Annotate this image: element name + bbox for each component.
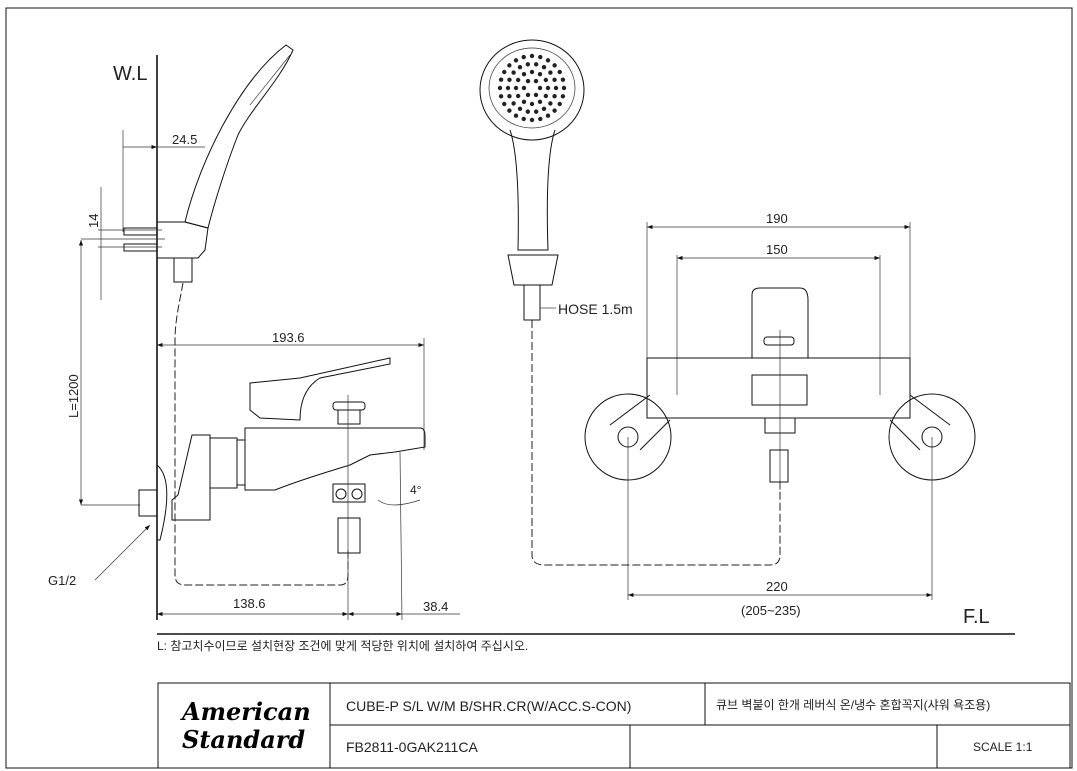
spray-nozzle (533, 109, 539, 114)
spray-nozzle (529, 101, 535, 107)
spray-nozzle (525, 92, 531, 98)
dim-138-6: 138.6 (233, 596, 266, 611)
spray-nozzle (513, 85, 519, 91)
spray-nozzle (521, 54, 526, 60)
shower-holder-front (507, 254, 559, 286)
spray-nozzle (521, 116, 526, 122)
spray-nozzle (497, 85, 503, 91)
dim-190: 190 (766, 211, 788, 226)
spray-nozzle (513, 58, 519, 63)
spray-nozzle (525, 78, 531, 84)
dim-L-1200: L=1200 (66, 374, 81, 418)
installation-note: L: 참고치수이므로 설치현장 조건에 맞게 적당한 위치에 설치하여 주십시오… (157, 639, 528, 653)
hand-shower-front: HOSE 1.5m (479, 39, 781, 566)
product-name: CUBE-P S/L W/M B/SHR.CR(W/ACC.S-CON) (346, 698, 631, 714)
spray-nozzle (557, 101, 562, 107)
floor-line-label: F.L (963, 606, 990, 628)
spray-nozzle (507, 108, 512, 113)
spray-nozzle (560, 94, 566, 99)
spray-nozzle (521, 99, 527, 105)
shower-holder (156, 221, 209, 259)
spray-nozzle (502, 101, 507, 107)
spray-nozzle (533, 78, 539, 84)
product-name-korean: 큐브 벽붙이 한개 레버식 온/냉수 혼합꼭지(샤워 욕조용) (716, 698, 990, 712)
dim-150: 150 (766, 242, 788, 257)
spray-nozzle (538, 116, 543, 122)
faucet-body-front (646, 357, 911, 419)
spray-nozzle (521, 85, 527, 91)
spray-nozzle (537, 99, 543, 105)
spray-nozzle (511, 70, 516, 75)
spray-nozzle (560, 77, 566, 82)
spray-nozzle (533, 92, 539, 98)
lever-handle (249, 357, 391, 421)
spray-nozzle (537, 71, 543, 77)
scale: SCALE 1:1 (973, 740, 1033, 754)
spray-nozzle (557, 69, 562, 75)
spray-nozzle (545, 85, 551, 91)
wall-line-label: W.L (113, 63, 147, 85)
dim-193-6: 193.6 (272, 330, 305, 345)
dim-38-4: 38.4 (423, 599, 448, 614)
side-view: W.L 24.5 14 L=1200 193.6 (48, 44, 460, 621)
spray-nozzle (533, 62, 539, 67)
spray-nozzle (552, 63, 557, 68)
spray-nozzle (513, 113, 519, 118)
logo-line2: Standard (182, 725, 305, 754)
drawing-frame (5, 7, 1073, 769)
hose-length-label: HOSE 1.5m (558, 301, 633, 317)
spray-nozzle (517, 106, 523, 111)
spray-nozzle (505, 85, 511, 91)
dim-24-5: 24.5 (172, 132, 197, 147)
faucet-front-view: 190 150 220 (205~235) (584, 211, 976, 618)
spray-nozzle (552, 77, 557, 82)
spray-nozzle (529, 117, 535, 123)
spray-nozzle (541, 65, 547, 70)
spray-nozzle (543, 93, 549, 99)
model-code: FB2811-0GAK211CA (346, 739, 478, 755)
spray-nozzle (545, 113, 551, 118)
spray-nozzle (548, 101, 553, 106)
spray-nozzle (552, 108, 557, 113)
hose-path-front (531, 320, 781, 566)
spray-nozzle (538, 54, 543, 60)
lever-front (751, 287, 809, 359)
spray-nozzle (507, 77, 512, 82)
spray-nozzle (498, 77, 504, 82)
dim-14: 14 (86, 214, 101, 228)
spray-nozzle (537, 85, 543, 91)
spray-nozzle (507, 63, 512, 68)
logo-line1: American (180, 697, 311, 726)
spray-nozzle (517, 65, 523, 70)
faucet-body (244, 427, 426, 491)
spray-nozzle (521, 71, 527, 77)
spray-nozzle (525, 62, 531, 67)
spray-nozzle (498, 94, 504, 99)
spray-nozzle (561, 85, 567, 91)
hose-path-side (174, 282, 349, 586)
spray-nozzle (515, 93, 521, 99)
spray-nozzle (541, 106, 547, 111)
spray-nozzle (502, 69, 507, 75)
hand-shower-side (184, 44, 294, 229)
spray-nozzle (545, 58, 551, 63)
spray-nozzle (552, 94, 557, 99)
spray-nozzle (529, 53, 535, 59)
spray-nozzle (543, 77, 549, 83)
wall-flange (156, 464, 168, 541)
thread-size-label: G1/2 (48, 573, 76, 588)
spray-nozzle (507, 94, 512, 99)
spray-nozzle (525, 109, 531, 114)
spray-nozzle (553, 85, 559, 91)
dim-220: 220 (766, 579, 788, 594)
dim-range: (205~235) (741, 603, 801, 618)
spray-nozzle (548, 70, 553, 75)
angle-4-deg: 4° (410, 483, 422, 497)
title-block: American Standard CUBE-P S/L W/M B/SHR.C… (157, 682, 1071, 769)
spray-nozzle (529, 69, 535, 75)
spray-nozzle (511, 101, 516, 106)
spray-nozzle (515, 77, 521, 83)
